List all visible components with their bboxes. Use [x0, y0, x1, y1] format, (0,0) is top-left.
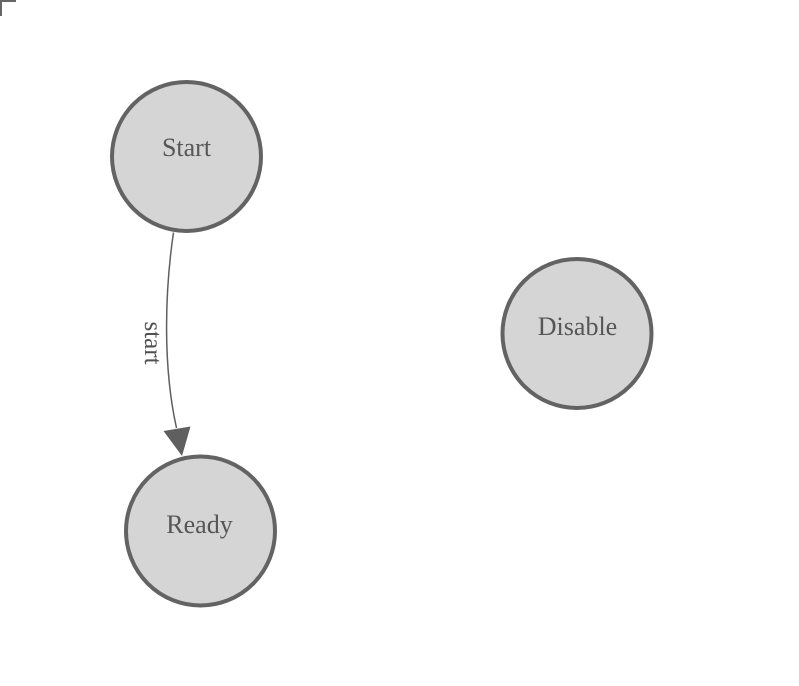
edge-start-to-ready[interactable]: start [139, 232, 191, 457]
edge-label: start [139, 321, 166, 364]
node-disable-circle [500, 257, 654, 410]
node-ready-circle [124, 454, 277, 608]
edge-line [165, 232, 178, 429]
node-disable[interactable]: Disable [500, 257, 654, 410]
node-disable-label: Disable [538, 312, 617, 341]
node-start-label: Start [162, 133, 212, 162]
node-ready[interactable]: Ready [124, 454, 277, 608]
node-ready-label: Ready [166, 510, 232, 539]
node-start-circle [110, 80, 263, 233]
canvas-corner-marker [0, 0, 16, 16]
node-start[interactable]: Start [110, 80, 263, 233]
arrowhead-icon [163, 426, 191, 456]
